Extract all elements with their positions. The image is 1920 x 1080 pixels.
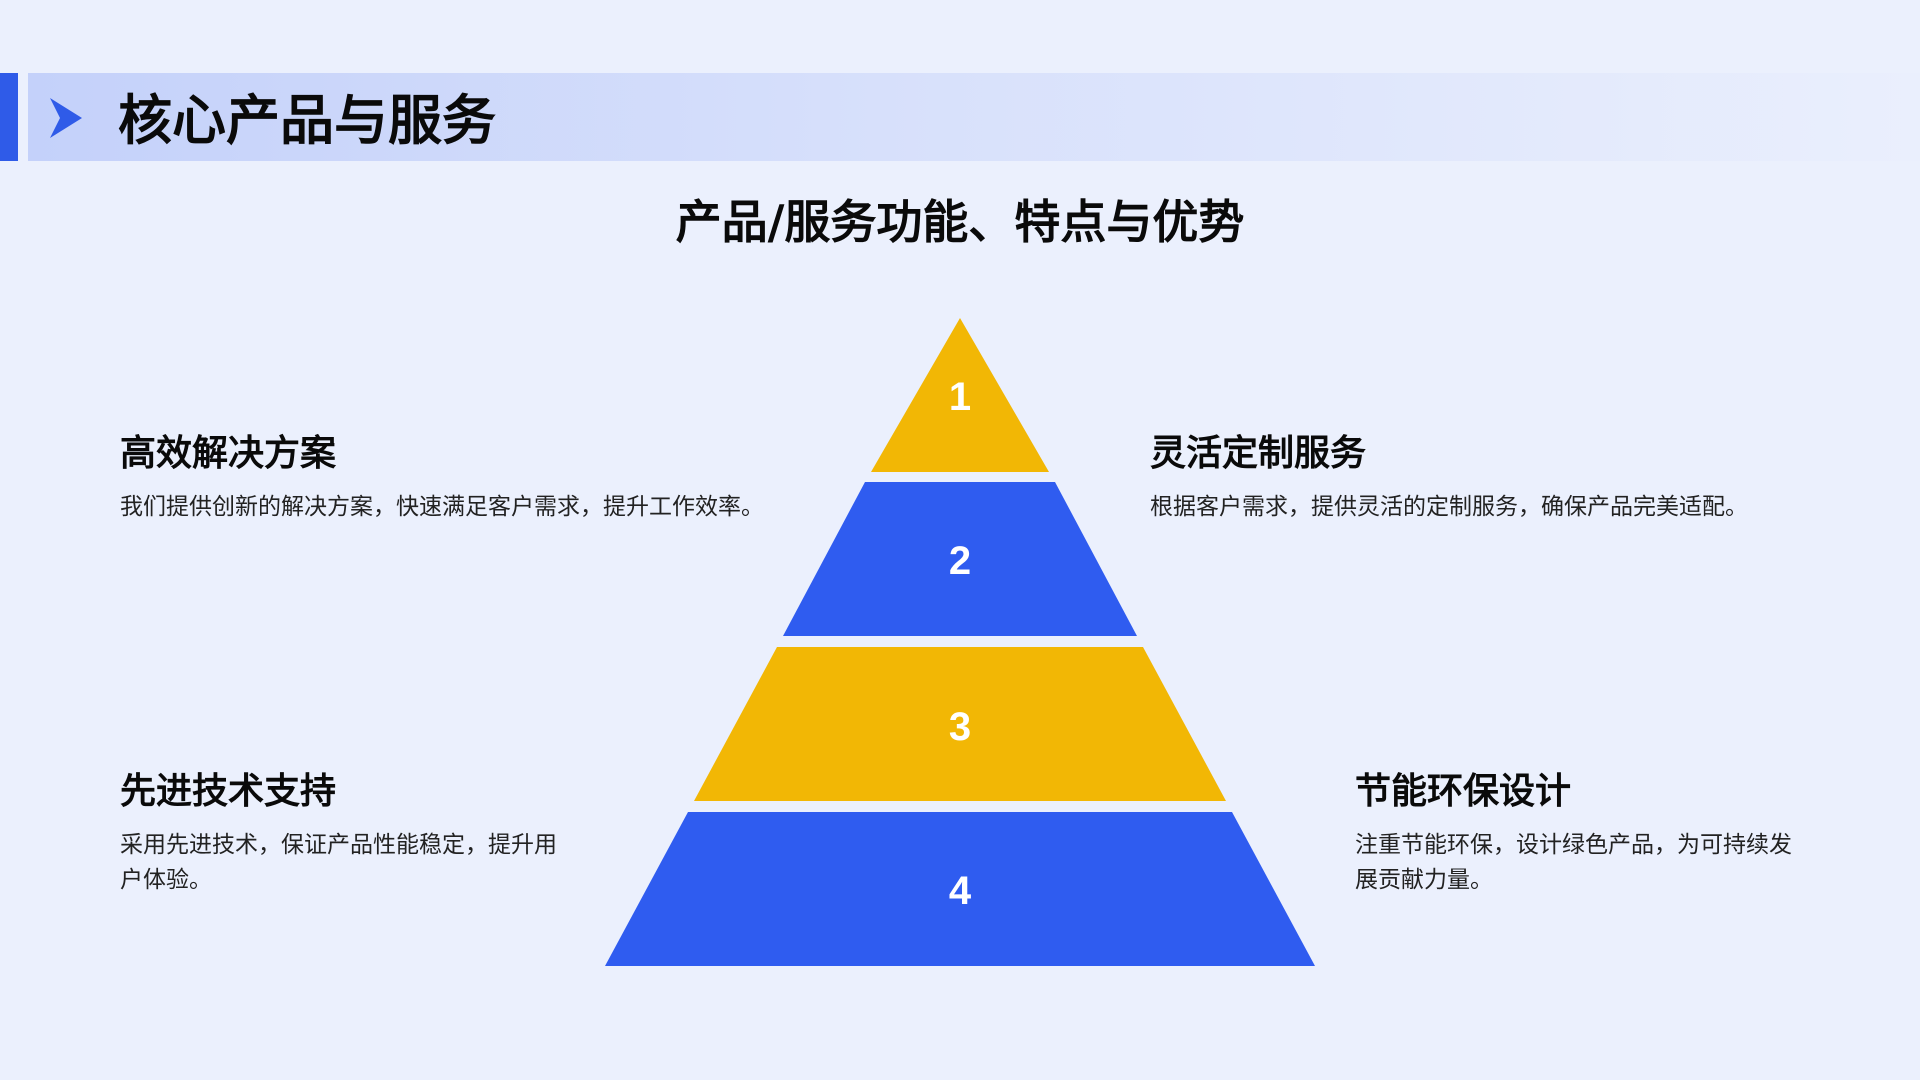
feature-advanced-technology: 先进技术支持 采用先进技术，保证产品性能稳定，提升用户体验。 bbox=[120, 768, 565, 898]
pyramid-level-2-number: 2 bbox=[949, 539, 971, 583]
pyramid-level-3 bbox=[694, 647, 1226, 801]
feature-description: 我们提供创新的解决方案，快速满足客户需求，提升工作效率。 bbox=[120, 494, 764, 520]
feature-description: 根据客户需求，提供灵活的定制服务，确保产品完美适配。 bbox=[1150, 494, 1748, 520]
header-left-accent-bar bbox=[0, 73, 18, 161]
pyramid-level-1-number: 1 bbox=[949, 375, 971, 419]
feature-title: 节能环保设计 bbox=[1355, 771, 1572, 812]
feature-description: 注重节能环保，设计绿色产品，为可持续发展贡献力量。 bbox=[1355, 832, 1792, 893]
pyramid-level-4 bbox=[605, 812, 1315, 966]
pyramid-level-2 bbox=[783, 482, 1137, 636]
section-subtitle: 产品/服务功能、特点与优势 bbox=[675, 195, 1245, 249]
feature-eco-friendly-design: 节能环保设计 注重节能环保，设计绿色产品，为可持续发展贡献力量。 bbox=[1355, 768, 1800, 898]
feature-title: 高效解决方案 bbox=[120, 433, 337, 474]
feature-description: 采用先进技术，保证产品性能稳定，提升用户体验。 bbox=[120, 832, 557, 893]
pyramid-level-1 bbox=[871, 318, 1049, 472]
feature-title: 灵活定制服务 bbox=[1150, 433, 1367, 474]
chevron-right-icon bbox=[50, 98, 82, 138]
page-title: 核心产品与服务 bbox=[118, 89, 496, 152]
feature-flexible-customization: 灵活定制服务 根据客户需求，提供灵活的定制服务，确保产品完美适配。 bbox=[1150, 430, 1850, 525]
feature-efficient-solution: 高效解决方案 我们提供创新的解决方案，快速满足客户需求，提升工作效率。 bbox=[120, 430, 800, 525]
pyramid-level-3-number: 3 bbox=[949, 705, 971, 749]
header-band bbox=[28, 73, 1920, 161]
feature-title: 先进技术支持 bbox=[120, 771, 337, 812]
pyramid-level-4-number: 4 bbox=[949, 869, 972, 913]
